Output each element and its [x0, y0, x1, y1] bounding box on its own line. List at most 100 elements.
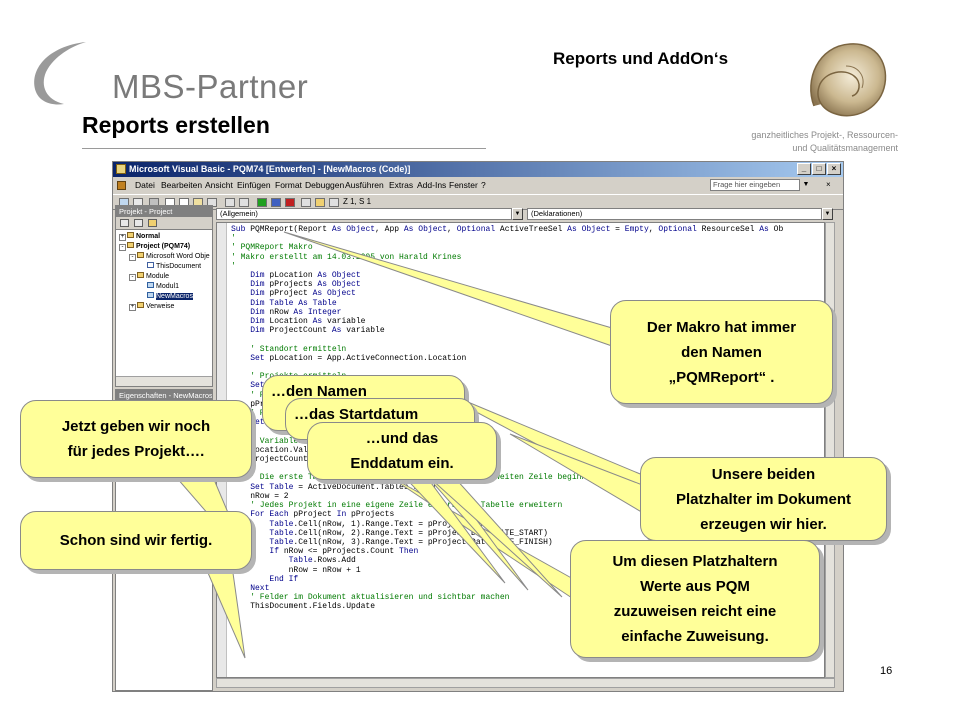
project-pane-scrollbar[interactable]	[116, 376, 212, 386]
toggle-folders-icon[interactable]	[148, 219, 157, 227]
tree-item-newmacros[interactable]: NewMacros	[116, 292, 212, 302]
project-explorer-icon[interactable]	[315, 198, 325, 207]
tree-item-modul1[interactable]: Modul1	[116, 282, 212, 292]
code-line[interactable]: nRow = nRow + 1	[231, 565, 361, 575]
callout-startdatum-text: …das Startdatum	[294, 406, 419, 423]
code-line[interactable]: ' Makro erstellt am 14.03.2005 von Haral…	[231, 252, 462, 262]
close-button[interactable]: ×	[827, 163, 841, 175]
help-dropdown-icon[interactable]: ▼	[802, 181, 810, 188]
help-close-icon[interactable]: ×	[826, 180, 831, 189]
project-icon	[127, 242, 134, 248]
menu-ansicht[interactable]: Ansicht	[205, 180, 233, 190]
object-combo-arrow-icon[interactable]: ▼	[512, 208, 523, 220]
code-line[interactable]: End If	[269, 574, 299, 584]
folder-icon	[137, 272, 144, 278]
design-mode-icon[interactable]	[301, 198, 311, 207]
page-number: 16	[880, 665, 893, 677]
menu-fenster[interactable]: Fenster	[449, 180, 478, 190]
minimize-button[interactable]: _	[797, 163, 811, 175]
code-line[interactable]: Dim pProject As Object	[250, 289, 356, 299]
callout-makro-name-text: Der Makro hat immer den Namen „PQMReport…	[646, 318, 797, 386]
document-icon	[147, 262, 154, 268]
module-icon	[147, 282, 154, 288]
code-line[interactable]: Dim pLocation As Object	[250, 271, 361, 281]
callout-platzhalter-text: Unsere beiden Platzhalter im Dokument er…	[675, 465, 852, 533]
logo-text: MBS-Partner	[112, 68, 309, 105]
document-menu-icon[interactable]	[117, 181, 126, 190]
procedure-combo[interactable]: (Deklarationen)	[527, 208, 822, 220]
code-line[interactable]: '	[231, 261, 236, 271]
view-object-icon[interactable]	[134, 219, 143, 227]
procedure-combo-arrow-icon[interactable]: ▼	[822, 208, 833, 220]
folder-icon	[137, 302, 144, 308]
project-tree: +Normal -Project (PQM74) -Microsoft Word…	[116, 230, 212, 312]
logo-swoosh-icon	[34, 42, 86, 105]
callout-makro-name: Der Makro hat immer den Namen „PQMReport…	[610, 300, 833, 404]
callout-jedes-projekt-text: Jetzt geben wir noch für jedes Projekt….	[61, 418, 211, 460]
tree-item-thisdocument[interactable]: ThisDocument	[116, 262, 212, 272]
code-line[interactable]: Table.Rows.Add	[288, 556, 356, 566]
view-code-icon[interactable]	[120, 219, 129, 227]
callout-name-text: …den Namen	[271, 383, 367, 400]
tree-item-verweise[interactable]: +Verweise	[129, 302, 175, 311]
reset-icon[interactable]	[285, 198, 295, 207]
code-line[interactable]: Next	[250, 583, 270, 593]
redo-icon[interactable]	[239, 198, 249, 207]
collapse-icon[interactable]: -	[119, 244, 126, 251]
properties-icon[interactable]	[329, 198, 339, 207]
run-icon[interactable]	[257, 198, 267, 207]
window-title: Microsoft Visual Basic - PQM74 [Entwerfe…	[129, 164, 411, 174]
callout-zuweisung-text: Um diesen Platzhaltern Werte aus PQM zuz…	[612, 553, 778, 645]
object-combo[interactable]: (Allgemein)	[216, 208, 512, 220]
mbs-partner-logo: MBS-Partner	[28, 30, 318, 110]
menu-debuggen[interactable]: Debuggen	[305, 180, 345, 190]
code-horizontal-scrollbar[interactable]	[216, 678, 835, 688]
header-title: Reports und AddOn‘s	[553, 49, 729, 68]
tree-item-word-objects[interactable]: -Microsoft Word Obje	[116, 252, 212, 262]
menu-add-ins[interactable]: Add-Ins	[417, 180, 447, 190]
menu-format[interactable]: Format	[275, 180, 302, 190]
tree-item-module[interactable]: -Module	[116, 272, 212, 282]
maximize-button[interactable]: □	[812, 163, 826, 175]
menu-extras[interactable]: Extras	[389, 180, 414, 190]
callout-enddatum: …und das Enddatum ein.	[307, 422, 497, 480]
properties-pane-title: Eigenschaften - NewMacros	[116, 390, 212, 401]
code-line[interactable]: '	[231, 234, 236, 244]
callout-fertig-text: Schon sind wir fertig.	[59, 532, 213, 549]
callout-fertig: Schon sind wir fertig.	[20, 511, 252, 570]
collapse-icon[interactable]: -	[129, 274, 136, 281]
callout-enddatum-text: …und das Enddatum ein.	[350, 430, 454, 472]
project-icon	[127, 232, 134, 238]
module-icon	[147, 292, 154, 298]
code-line[interactable]: ' PQMReport Makro	[231, 243, 313, 253]
cursor-position: Z 1, S 1	[343, 197, 372, 206]
code-line[interactable]: Dim pProjects As Object	[250, 280, 361, 290]
help-search-input[interactable]: Frage hier eingeben	[710, 179, 800, 191]
nautilus-shell-icon	[810, 43, 887, 117]
code-window-header: (Allgemein) ▼ (Deklarationen) ▼	[216, 207, 833, 222]
tree-item-normal[interactable]: +Normal	[119, 232, 161, 241]
menu-help[interactable]: ?	[481, 180, 486, 190]
collapse-icon[interactable]: -	[129, 254, 136, 261]
menu-datei[interactable]: Datei	[135, 180, 155, 190]
window-titlebar[interactable]: Microsoft Visual Basic - PQM74 [Entwerfe…	[113, 162, 843, 177]
tagline-line-1: ganzheitliches Projekt-, Ressourcen-	[751, 130, 898, 140]
project-explorer-pane: Projekt - Project +Normal -Project (PQM7…	[115, 205, 213, 387]
menu-ausfuehren[interactable]: Ausführen	[345, 180, 384, 190]
tree-item-project[interactable]: -Project (PQM74)	[116, 242, 212, 252]
menu-einfuegen[interactable]: Einfügen	[237, 180, 271, 190]
code-line[interactable]: ' Standort ermitteln	[231, 344, 347, 354]
tagline-line-2: und Qualitätsmanagement	[792, 143, 898, 153]
code-line[interactable]: Sub PQMReport(Report As Object, App As O…	[231, 225, 784, 234]
undo-icon[interactable]	[225, 198, 235, 207]
page-title: Reports erstellen	[82, 112, 270, 138]
code-vertical-scrollbar[interactable]	[825, 222, 835, 678]
expand-icon[interactable]: +	[129, 304, 136, 311]
expand-icon[interactable]: +	[119, 234, 126, 241]
code-line[interactable]: ThisDocument.Fields.Update	[231, 602, 376, 612]
code-line[interactable]: nRow = 2	[231, 491, 289, 501]
menu-bearbeiten[interactable]: Bearbeiten	[161, 180, 203, 190]
callout-zuweisung: Um diesen Platzhaltern Werte aus PQM zuz…	[570, 540, 820, 658]
break-icon[interactable]	[271, 198, 281, 207]
code-line[interactable]: Set pLocation = App.ActiveConnection.Loc…	[250, 353, 467, 363]
